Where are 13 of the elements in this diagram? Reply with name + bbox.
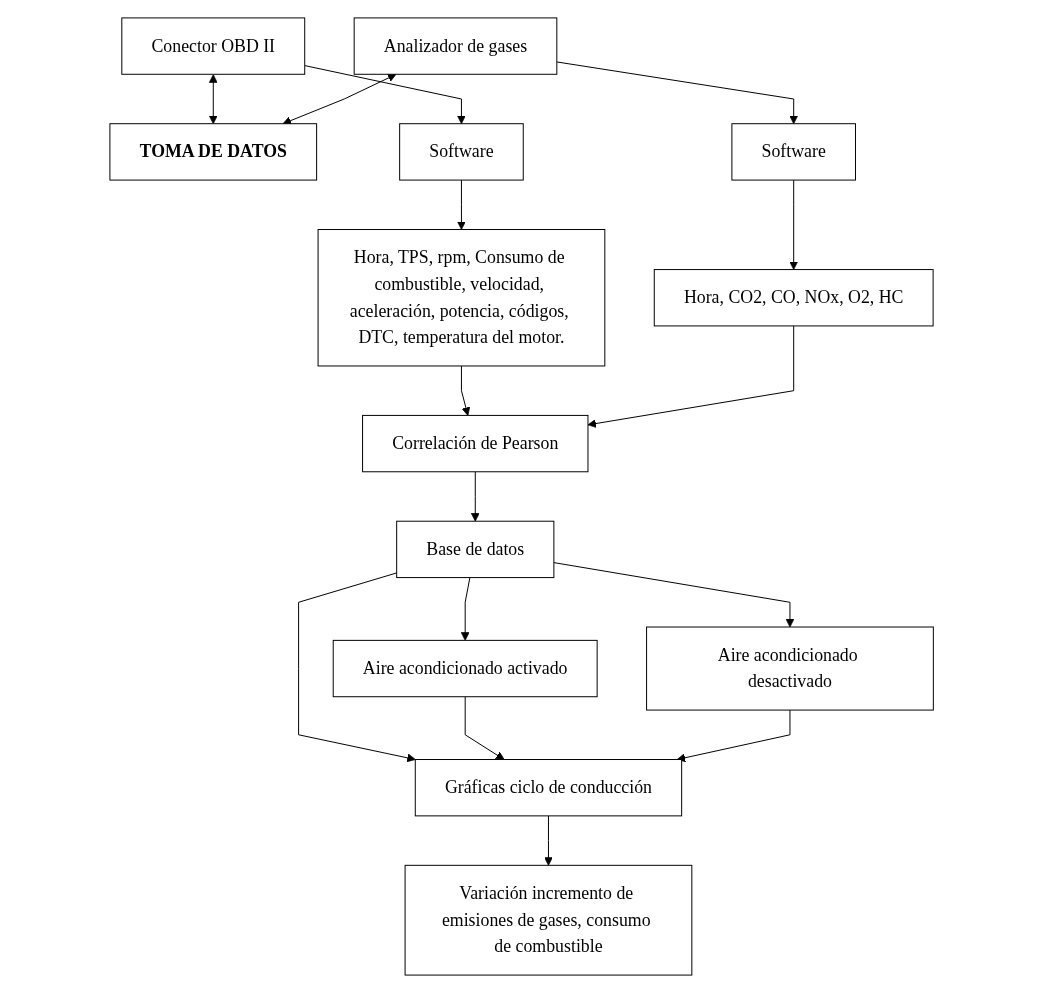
- node-box: Hora, CO2, CO, NOx, O2, HC: [653, 269, 934, 327]
- node-box: Correlación de Pearson: [361, 414, 589, 473]
- node-box: Aire acondicionado activado: [332, 639, 598, 698]
- node-box: Aire acondicionado desactivado: [645, 626, 934, 711]
- node-box: Analizador de gases: [353, 17, 558, 75]
- node-box: Conector OBD II: [121, 17, 306, 75]
- node-box: Software: [731, 123, 856, 181]
- node-box: Software: [399, 123, 524, 181]
- node-box: Base de datos: [396, 520, 555, 579]
- node-box: TOMA DE DATOS: [109, 123, 317, 181]
- node-box: Variación incremento de emisiones de gases, consumo de combustible: [404, 864, 693, 976]
- node-box: Gráficas ciclo de conducción: [414, 759, 683, 817]
- node-box: Hora, TPS, rpm, Consumo de combustible, velocidad, aceleración, potencia, códigos, DTC, temperatura del motor.: [317, 229, 606, 367]
